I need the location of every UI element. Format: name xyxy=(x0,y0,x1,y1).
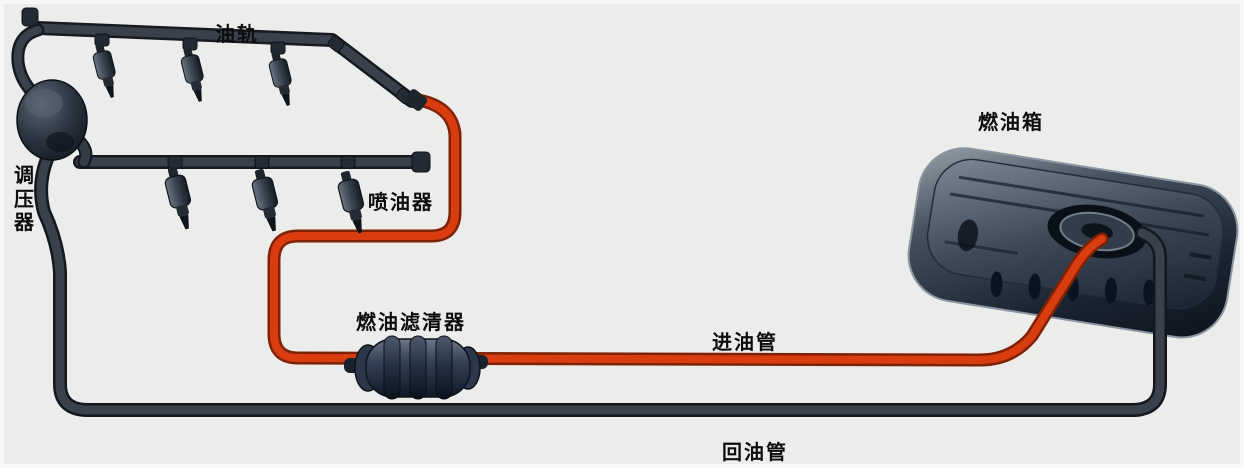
return-pipe xyxy=(34,145,1167,417)
fuel-tank xyxy=(907,147,1239,339)
label-return-pipe: 回油管 xyxy=(722,440,788,464)
supply-pipe xyxy=(267,93,1109,367)
injectors-top-rail xyxy=(89,33,298,109)
fuel-rail-bottom xyxy=(73,151,431,173)
label-pressure-regulator: 调压器 xyxy=(14,163,34,235)
label-fuel-rail: 油轨 xyxy=(215,22,259,46)
label-fuel-tank: 燃油箱 xyxy=(978,110,1044,134)
label-fuel-filter: 燃油滤清器 xyxy=(356,310,466,334)
fuel-rail-top xyxy=(21,7,428,111)
fuel-pump-ring xyxy=(1047,204,1147,259)
label-supply-pipe: 进油管 xyxy=(712,330,778,354)
pressure-regulator xyxy=(11,23,93,169)
fuel-filter xyxy=(344,335,488,400)
label-injector: 喷油器 xyxy=(368,190,434,214)
